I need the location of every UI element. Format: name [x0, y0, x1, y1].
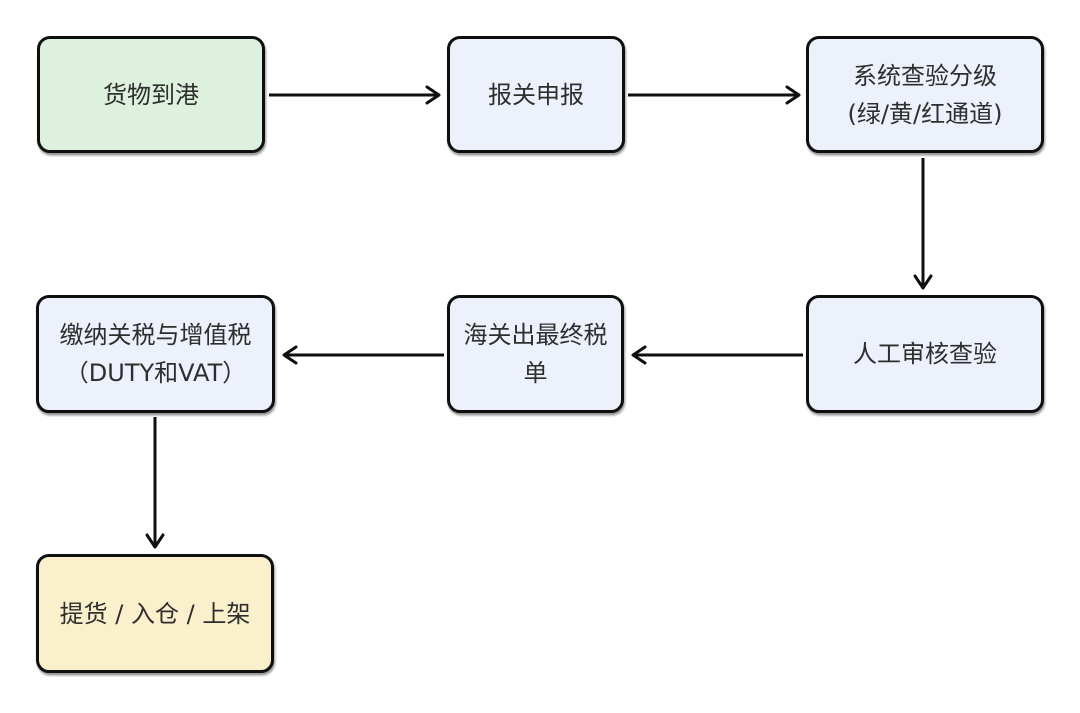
- node-customs-declaration: 报关申报: [447, 36, 625, 153]
- node-system-inspection-line1: 系统查验分级: [853, 61, 997, 90]
- node-final-tax-bill: 海关出最终税单: [447, 295, 624, 413]
- node-manual-review-label: 人工审核查验: [853, 340, 997, 368]
- node-final-tax-bill-label: 海关出最终税单: [463, 321, 608, 387]
- node-pay-duty-vat: 缴纳关税与增值税 （DUTY和VAT）: [36, 295, 275, 413]
- node-pickup-warehouse-shelf-label: 提货 / 入仓 / 上架: [59, 599, 251, 628]
- node-manual-review-inspection: 人工审核查验: [806, 295, 1044, 413]
- node-pay-duty-vat-line2: （DUTY和VAT）: [64, 359, 247, 387]
- node-system-inspection-line2: (绿/黄/红通道): [847, 99, 1003, 128]
- node-cargo-arrival: 货物到港: [37, 36, 265, 153]
- node-pay-duty-vat-line1: 缴纳关税与增值税: [59, 321, 252, 349]
- node-system-inspection-classification: 系统查验分级 (绿/黄/红通道): [806, 36, 1044, 153]
- node-cargo-arrival-label: 货物到港: [103, 80, 199, 109]
- node-customs-declaration-label: 报关申报: [488, 80, 584, 109]
- node-pickup-warehouse-shelf: 提货 / 入仓 / 上架: [36, 554, 274, 673]
